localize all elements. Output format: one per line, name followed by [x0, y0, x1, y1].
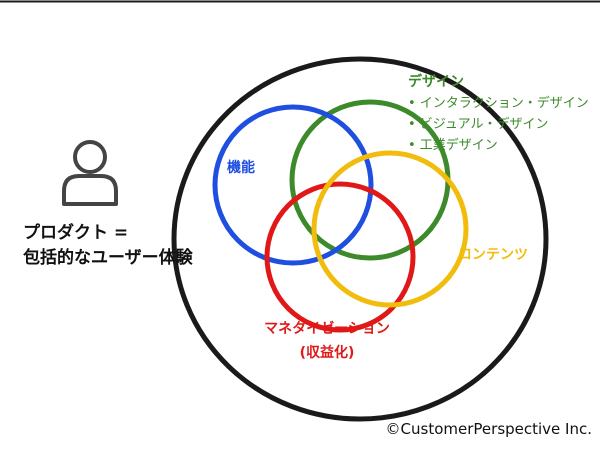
monetization-label-line2: (収益化) [300, 344, 355, 361]
design-label: デザイン [408, 73, 464, 90]
design-item-visual: • ビジュアル・デザイン [408, 116, 549, 132]
content-label: コンテンツ [458, 247, 528, 263]
monetization-circle [264, 181, 416, 333]
copyright-text: ©CustomerPerspective Inc. [386, 420, 592, 438]
person-icon [62, 140, 118, 206]
outer-experience-circle [171, 56, 549, 422]
monetization-label-line1: マネタイゼーション [264, 320, 390, 337]
product-label-line2: 包括的なユーザー体験 [23, 247, 194, 268]
function-circle [212, 104, 374, 266]
product-label-line1: プロダクト = [23, 222, 128, 243]
function-label: 機能 [227, 159, 255, 176]
content-circle [311, 150, 469, 308]
design-item-interaction: • インタラクション・デザイン [408, 95, 589, 111]
design-item-industrial: • 工業デザイン [408, 137, 498, 153]
